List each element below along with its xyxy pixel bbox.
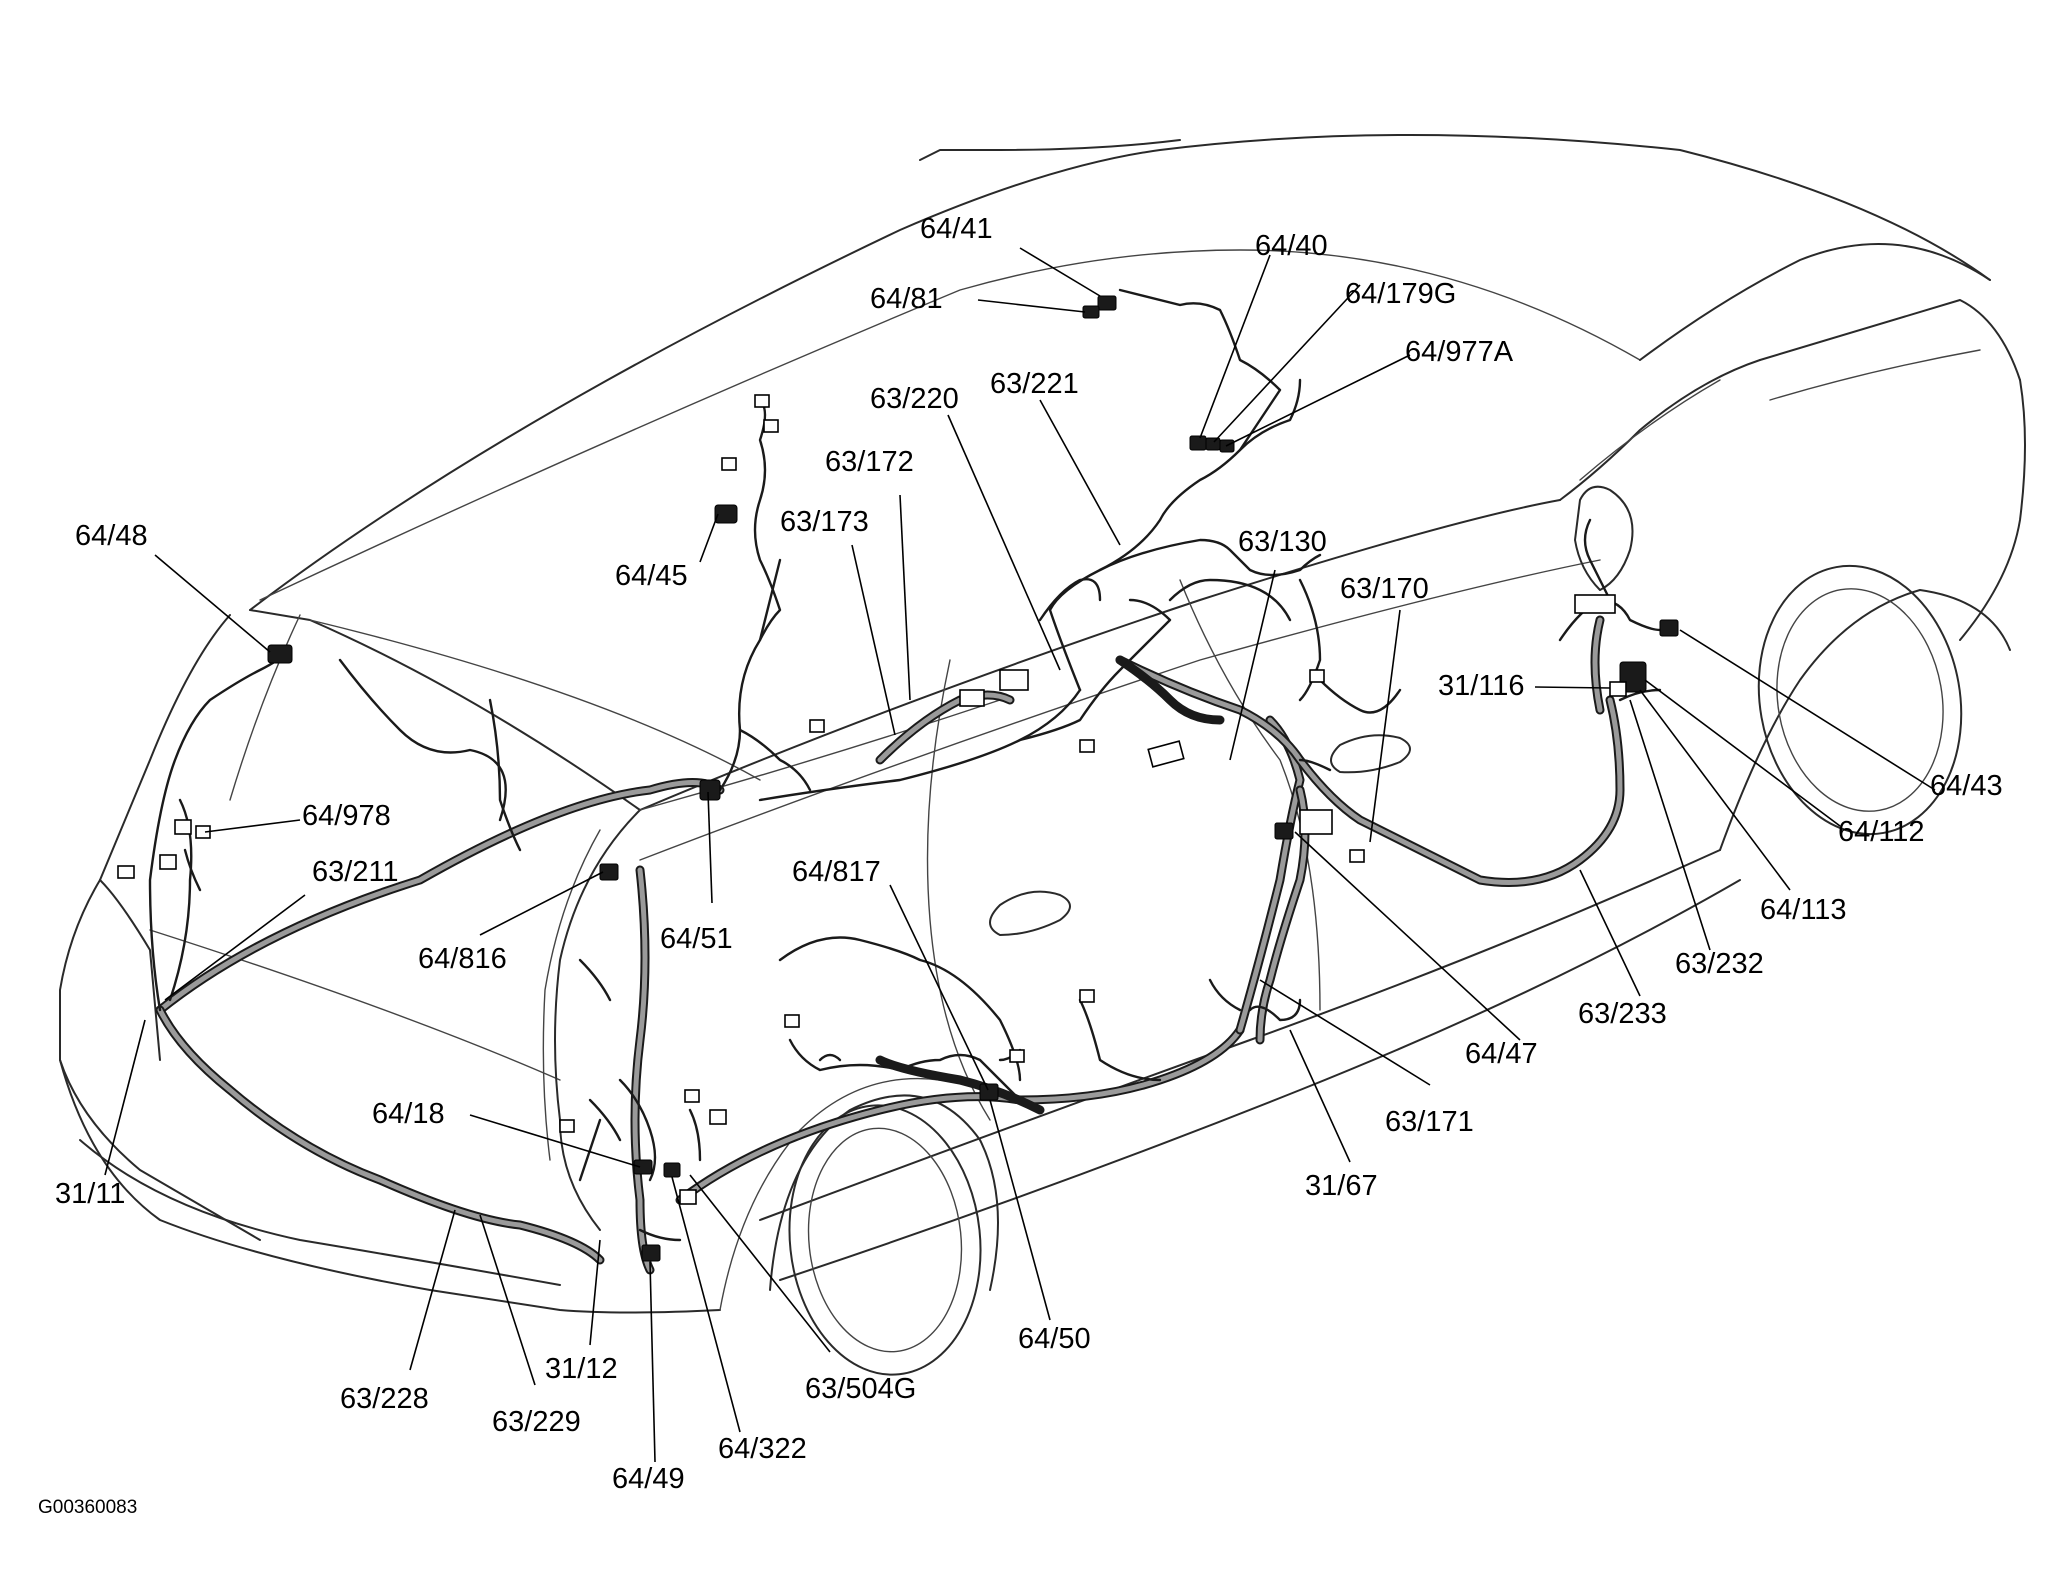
label-64-817: 64/817: [792, 856, 881, 888]
label-64-978: 64/978: [302, 800, 391, 832]
label-64-816: 64/816: [418, 943, 507, 975]
label-63-229: 63/229: [492, 1406, 581, 1438]
leader-lines: [104, 247, 1936, 1463]
label-63-233: 63/233: [1578, 998, 1667, 1030]
label-63-221: 63/221: [990, 368, 1079, 400]
label-63-504g: 63/504G: [805, 1373, 917, 1405]
label-31-11: 31/11: [55, 1178, 126, 1210]
label-64-322: 64/322: [718, 1433, 807, 1465]
label-63-211: 63/211: [312, 856, 399, 888]
label-63-220: 63/220: [870, 383, 959, 415]
label-64-50: 64/50: [1018, 1323, 1091, 1355]
label-63-171: 63/171: [1385, 1106, 1474, 1138]
label-63-232: 63/232: [1675, 948, 1764, 980]
label-64-51: 64/51: [660, 923, 733, 955]
label-64-81: 64/81: [870, 283, 943, 315]
label-64-179g: 64/179G: [1345, 278, 1457, 310]
label-63-172: 63/172: [825, 446, 914, 478]
label-64-977a: 64/977A: [1405, 336, 1514, 368]
label-31-67: 31/67: [1305, 1170, 1378, 1202]
label-64-41: 64/41: [920, 213, 993, 245]
figure-id: G00360083: [38, 1497, 138, 1518]
label-64-49: 64/49: [612, 1463, 685, 1495]
label-64-112: 64/112: [1838, 816, 1925, 848]
connectors: [117, 295, 1679, 1262]
label-31-12: 31/12: [545, 1353, 618, 1385]
label-63-228: 63/228: [340, 1383, 429, 1415]
label-64-113: 64/113: [1760, 894, 1847, 926]
label-64-48: 64/48: [75, 520, 148, 552]
label-31-116: 31/116: [1438, 670, 1525, 702]
label-64-18: 64/18: [372, 1098, 445, 1130]
main-harness: [155, 615, 1625, 1275]
label-64-40: 64/40: [1255, 230, 1328, 262]
label-64-45: 64/45: [615, 560, 688, 592]
label-64-43: 64/43: [1930, 770, 2003, 802]
car-body-outline: [59, 134, 2026, 1376]
label-63-130: 63/130: [1238, 526, 1327, 558]
label-64-47: 64/47: [1465, 1038, 1538, 1070]
label-63-170: 63/170: [1340, 573, 1429, 605]
label-63-173: 63/173: [780, 506, 869, 538]
